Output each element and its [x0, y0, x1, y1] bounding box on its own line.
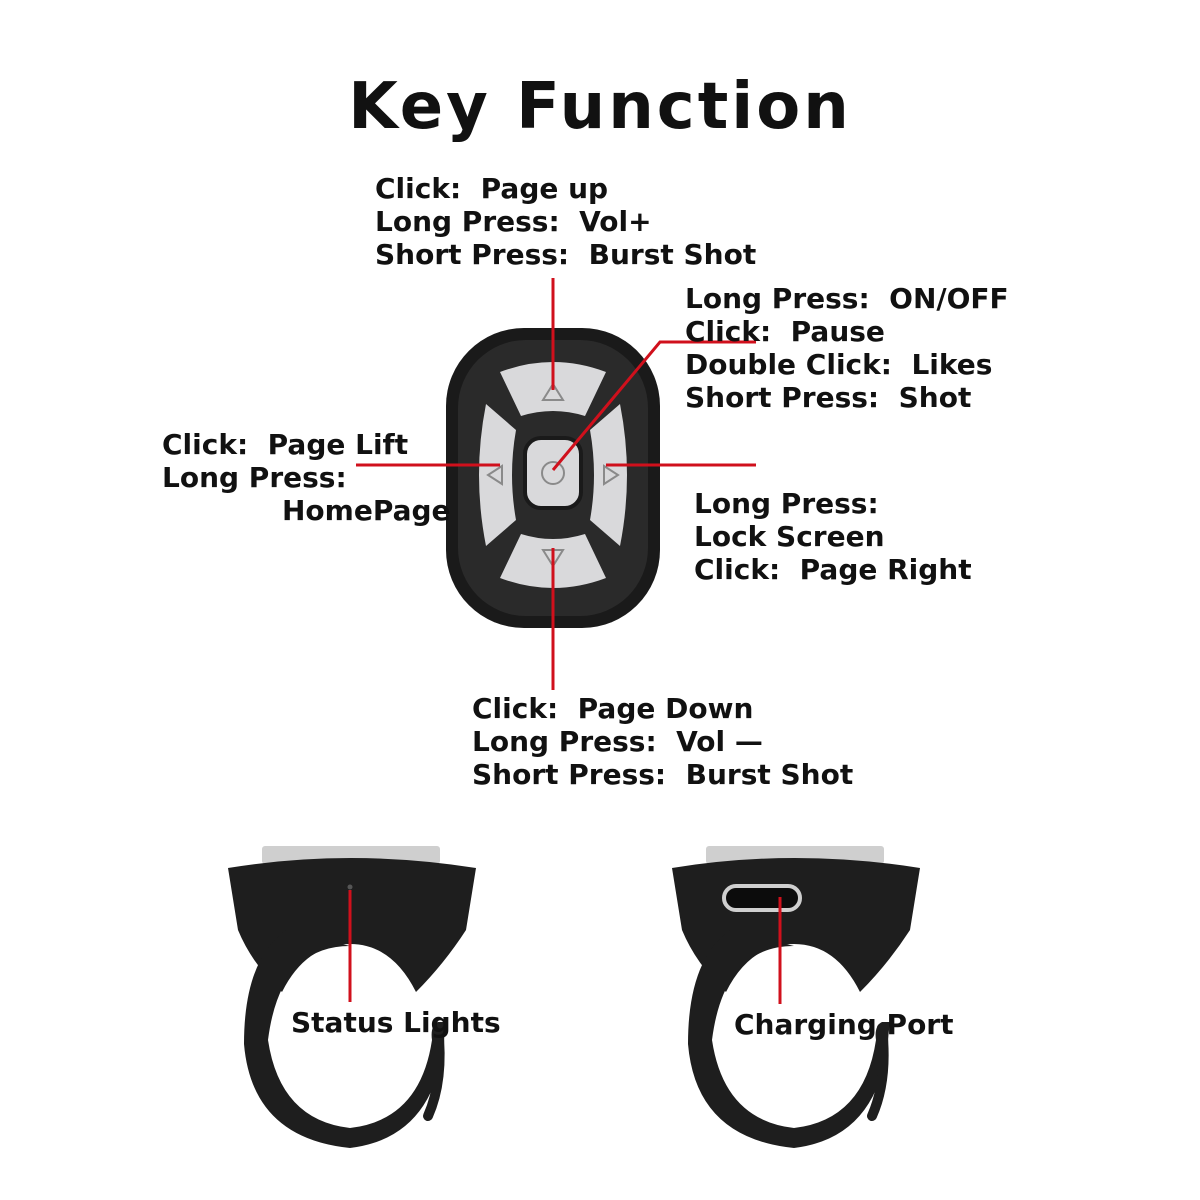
- page-title: Key Function: [348, 70, 852, 144]
- left-button[interactable]: [479, 404, 516, 546]
- callout-left-button: Click: Page Lift Long Press: HomePage: [162, 428, 451, 527]
- callout-center-button: Long Press: ON/OFF Click: Pause Double C…: [685, 282, 1009, 414]
- callout-left-line-3: HomePage: [282, 494, 451, 527]
- callout-center-line-4: Short Press: Shot: [685, 381, 972, 414]
- callout-left-line-1: Click: Page Lift: [162, 428, 409, 461]
- power-icon: [541, 461, 565, 485]
- callout-right-line-3: Click: Page Right: [694, 553, 972, 586]
- callout-right-line-2: Lock Screen: [694, 520, 885, 553]
- callout-bottom-line-2: Long Press: Vol —: [472, 725, 763, 758]
- ring-status-lights-view: [228, 846, 476, 1148]
- callout-top-button: Click: Page up Long Press: Vol+ Short Pr…: [375, 172, 756, 271]
- callout-top-line-1: Click: Page up: [375, 172, 609, 205]
- left-arrow-icon: [486, 464, 503, 486]
- callout-right-button: Long Press: Lock Screen Click: Page Righ…: [694, 487, 972, 586]
- callout-bottom-line-1: Click: Page Down: [472, 692, 754, 725]
- ring-tail: [423, 1023, 445, 1121]
- callout-center-line-2: Click: Pause: [685, 315, 885, 348]
- up-arrow-icon: [541, 382, 565, 401]
- ring-charging-port-view: [672, 846, 920, 1148]
- callout-top-line-3: Short Press: Burst Shot: [375, 238, 757, 271]
- callout-left-line-2: Long Press:: [162, 461, 347, 494]
- callout-top-line-2: Long Press: Vol+: [375, 205, 652, 238]
- right-arrow-icon: [603, 464, 620, 486]
- callout-right-line-1: Long Press:: [694, 487, 879, 520]
- usb-c-port-icon: [722, 884, 802, 912]
- ring-tail-2: [867, 1023, 889, 1121]
- status-lights-label: Status Lights: [291, 1006, 501, 1039]
- remote-front-view: [446, 328, 660, 628]
- leader-line-center: [551, 340, 756, 471]
- status-light-icon: [347, 884, 353, 890]
- callout-bottom-line-3: Short Press: Burst Shot: [472, 758, 854, 791]
- callout-center-line-1: Long Press: ON/OFF: [685, 282, 1009, 315]
- callout-center-line-3: Double Click: Likes: [685, 348, 993, 381]
- callout-bottom-button: Click: Page Down Long Press: Vol — Short…: [472, 692, 853, 791]
- leader-lines: [356, 278, 756, 690]
- charging-port-label: Charging Port: [734, 1008, 954, 1041]
- right-button[interactable]: [590, 404, 627, 546]
